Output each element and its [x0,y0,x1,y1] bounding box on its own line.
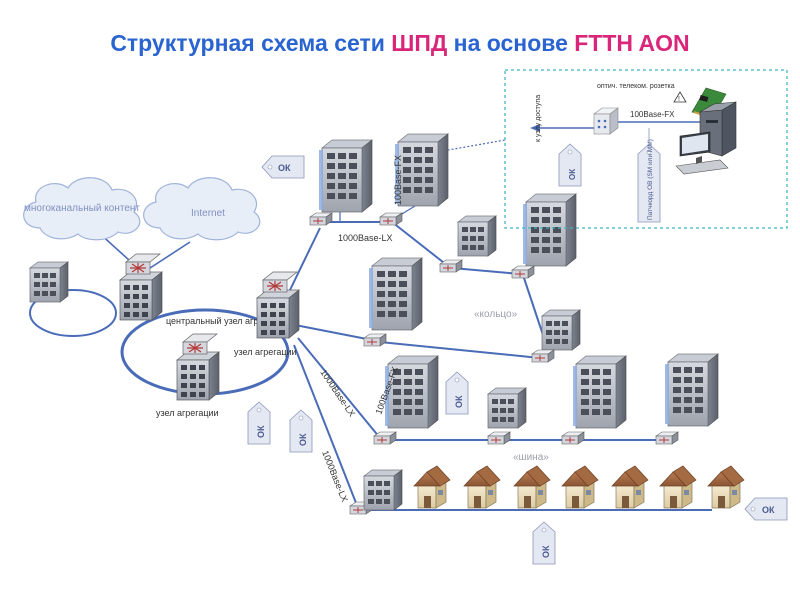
house-1 [413,465,451,509]
house-4 [561,465,599,509]
title-part-3: на основе [447,30,575,56]
bus-building-3 [572,355,627,429]
svg-text:ОК: ОК [454,395,464,408]
svg-text:ОК: ОК [278,163,291,173]
optical-socket-icon [593,107,619,135]
ok-tag-left-2: ОК [289,409,313,453]
ring-building-tall [522,193,577,267]
house-7 [707,465,745,509]
ok-tag-bottom: ОК [532,521,556,565]
link-label-1000base-lx-diag1: 1000Base-LX [318,368,357,419]
internet-label: Internet [191,208,225,219]
tall-building-1 [318,139,373,213]
svg-text:ОК: ОК [568,169,577,180]
right-agg-node-label: узел агрегации [234,347,297,357]
switch-7 [373,431,397,445]
ok-tag-mid: ОК [445,371,469,415]
bus-label: «шина» [513,452,549,463]
ok-tag-left-1: ОК [247,401,271,445]
subscriber-inset: к узлу доступа оптич. телеком. розетка 1… [504,69,788,229]
title-part-1: Структурная схема сети [110,30,392,56]
house-2 [463,465,501,509]
link-label-100base-fx-vertical: 100Base-FX [393,155,403,205]
switch-8 [487,431,511,445]
svg-text:ОК: ОК [298,433,308,446]
bus-building-2 [487,387,527,429]
svg-text:ОК: ОК [541,545,551,558]
central-node-label: центральный узел агрегации [166,316,287,326]
title-part-4: FTTH AON [574,30,690,56]
svg-text:ОК: ОК [256,425,266,438]
house-6 [659,465,697,509]
inset-access-node-label: к узлу доступа [535,95,542,142]
ring-building-left [368,257,423,331]
patchcord-tag: Патчкорд ОВ (SM или MM) [637,128,661,223]
bus-node-small [363,469,403,511]
lower-agg-node-label: узел агрегации [156,408,219,418]
ring-building-small-2 [541,309,581,351]
right-aggregation-node [256,271,300,339]
fiber-links [29,139,712,511]
multichannel-content-label: многоканальный контент [24,203,140,214]
switch-4 [511,265,535,279]
svg-text:!: ! [678,96,680,103]
switch-9 [561,431,585,445]
lower-aggregation-node [176,333,220,401]
switch-1 [309,212,333,226]
arrow-left-icon [530,124,540,132]
title-part-2: ШПД [391,30,448,56]
switch-2 [379,212,403,226]
house-5 [611,465,649,509]
ok-tag-top-left: ОК [261,155,305,179]
ring-building-small-1 [457,215,497,257]
link-label-1000base-lx-top: 1000Base-LX [338,233,393,243]
switch-6 [531,349,555,363]
desktop-computer-icon [675,101,737,175]
inset-socket-label: оптич. телеком. розетка [597,83,675,90]
diagram-title: Структурная схема сети ШПД на основе FTT… [0,30,800,57]
building-link-loop [29,289,117,337]
house-3 [513,465,551,509]
internet-cloud: Internet [143,177,261,241]
ring-label: «кольцо» [474,309,518,320]
left-office-building [29,261,69,303]
inset-link-label: 100Base-FX [630,110,675,119]
inset-ok-tag: ОК [558,143,582,187]
multichannel-content-cloud: многоканальный контент [23,177,140,241]
svg-text:ОК: ОК [762,505,775,515]
patchcord-label: Патчкорд ОВ (SM или MM) [647,139,654,220]
ok-tag-bottom-right: ОК [744,497,788,521]
warning-icon: ! [673,91,687,103]
switch-5 [363,333,387,347]
switch-10 [655,431,679,445]
bus-building-4 [664,353,719,427]
switch-3 [439,259,463,273]
